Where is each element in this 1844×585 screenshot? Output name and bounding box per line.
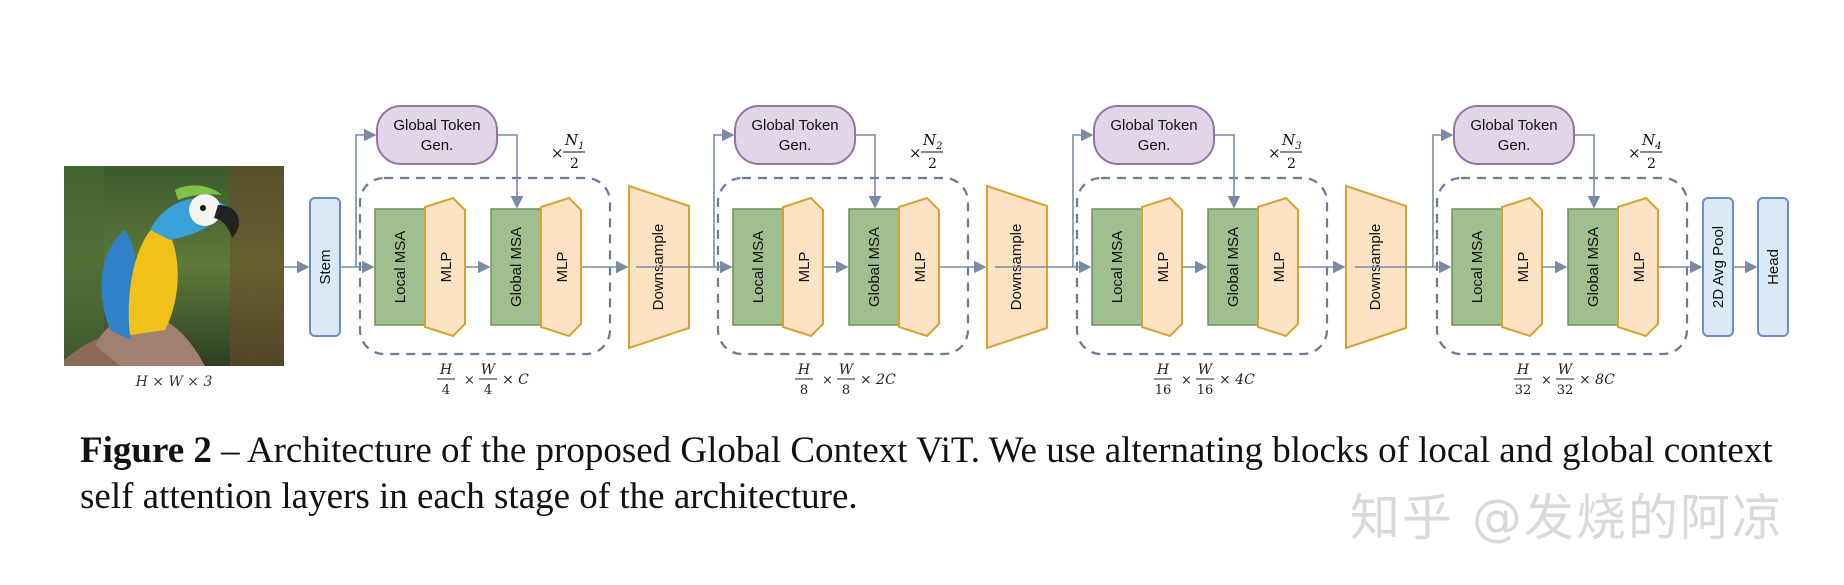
global-msa-label: Global MSA — [866, 227, 883, 307]
input-dims-label: H × W × 3 — [135, 374, 213, 390]
global-msa-block — [848, 208, 902, 326]
mlp-block — [782, 196, 824, 338]
mlp-block — [1141, 196, 1183, 338]
dims-num-h: H — [1516, 362, 1530, 378]
dims-den-h: 16 — [1155, 383, 1172, 398]
head-label: Head — [1765, 249, 1782, 285]
dims-num-h: H — [1156, 362, 1170, 378]
repeat-n-label: N1 — [564, 131, 585, 152]
global-msa-label: Global MSA — [1225, 227, 1242, 307]
repeat-times: × — [909, 144, 922, 162]
dims-num-w: W — [839, 362, 855, 378]
local-msa-block — [1451, 208, 1505, 326]
dims-den-w: 8 — [842, 383, 850, 398]
dims-num-w: W — [481, 362, 497, 378]
watermark: 知乎 @发烧的阿凉 — [1350, 489, 1784, 547]
global-msa-block — [1567, 208, 1621, 326]
dims-times: × — [1181, 373, 1192, 388]
local-msa-label: Local MSA — [392, 231, 409, 304]
mlp-label: MLP — [796, 252, 813, 283]
stem-label: Stem — [317, 249, 334, 284]
dims-channels: × 2C — [860, 372, 896, 388]
dims-den-h: 32 — [1515, 383, 1532, 398]
mlp-block — [1257, 196, 1299, 338]
mlp-block — [540, 196, 582, 338]
dims-channels: × 8C — [1579, 372, 1615, 388]
dims-channels: × 4C — [1219, 372, 1255, 388]
local-msa-block — [732, 208, 786, 326]
mlp-block — [1617, 196, 1659, 338]
architecture-diagram: H × W × 3 Stem Local MSA MLP Global MSA MLP… — [64, 105, 1789, 398]
dims-den-w: 4 — [484, 383, 492, 398]
global-msa-label: Global MSA — [508, 227, 525, 307]
figure-caption: Figure 2 – Architecture of the proposed … — [80, 428, 1800, 520]
dims-channels: × C — [502, 372, 529, 388]
dims-den-w: 32 — [1557, 383, 1574, 398]
dims-num-h: H — [797, 362, 811, 378]
dims-times: × — [1541, 373, 1552, 388]
repeat-times: × — [551, 144, 564, 162]
mlp-label: MLP — [1515, 252, 1532, 283]
avg-pool-block: 2D Avg Pool — [1702, 197, 1734, 337]
repeat-n-label: N2 — [922, 131, 943, 152]
mlp-label: MLP — [438, 252, 455, 283]
dims-num-w: W — [1558, 362, 1574, 378]
mlp-block — [424, 196, 466, 338]
parrot-input-image — [64, 166, 284, 366]
dims-times: × — [464, 373, 475, 388]
mlp-label: MLP — [554, 252, 571, 283]
repeat-denominator: 2 — [1287, 156, 1296, 172]
mlp-label: MLP — [1155, 252, 1172, 283]
avg-pool-label: 2D Avg Pool — [1710, 226, 1727, 308]
local-msa-block — [1091, 208, 1145, 326]
repeat-n-label: N4 — [1641, 131, 1662, 152]
global-token-gen-block — [734, 105, 856, 165]
repeat-times: × — [1268, 144, 1281, 162]
dims-num-w: W — [1198, 362, 1214, 378]
dims-den-w: 16 — [1197, 383, 1214, 398]
caption-text: – Architecture of the proposed Global Co… — [80, 430, 1773, 517]
global-msa-label: Global MSA — [1585, 227, 1602, 307]
dims-num-h: H — [439, 362, 453, 378]
mlp-label: MLP — [912, 252, 929, 283]
local-msa-label: Local MSA — [1469, 231, 1486, 304]
repeat-n-label: N3 — [1281, 131, 1302, 152]
repeat-times: × — [1628, 144, 1641, 162]
stem-block: Stem — [309, 197, 341, 337]
repeat-denominator: 2 — [570, 156, 579, 172]
mlp-label: MLP — [1631, 252, 1648, 283]
dims-times: × — [822, 373, 833, 388]
global-token-gen-block — [1093, 105, 1215, 165]
global-token-gen-block — [376, 105, 498, 165]
caption-label: Figure 2 — [80, 430, 212, 471]
head-block: Head — [1757, 197, 1789, 337]
local-msa-label: Local MSA — [750, 231, 767, 304]
global-token-gen-block — [1453, 105, 1575, 165]
repeat-denominator: 2 — [1647, 156, 1656, 172]
repeat-denominator: 2 — [928, 156, 937, 172]
global-msa-block — [1207, 208, 1261, 326]
dims-den-h: 8 — [800, 383, 808, 398]
mlp-block — [1501, 196, 1543, 338]
dims-den-h: 4 — [442, 383, 450, 398]
mlp-block — [898, 196, 940, 338]
local-msa-label: Local MSA — [1109, 231, 1126, 304]
mlp-label: MLP — [1271, 252, 1288, 283]
global-msa-block — [490, 208, 544, 326]
local-msa-block — [374, 208, 428, 326]
